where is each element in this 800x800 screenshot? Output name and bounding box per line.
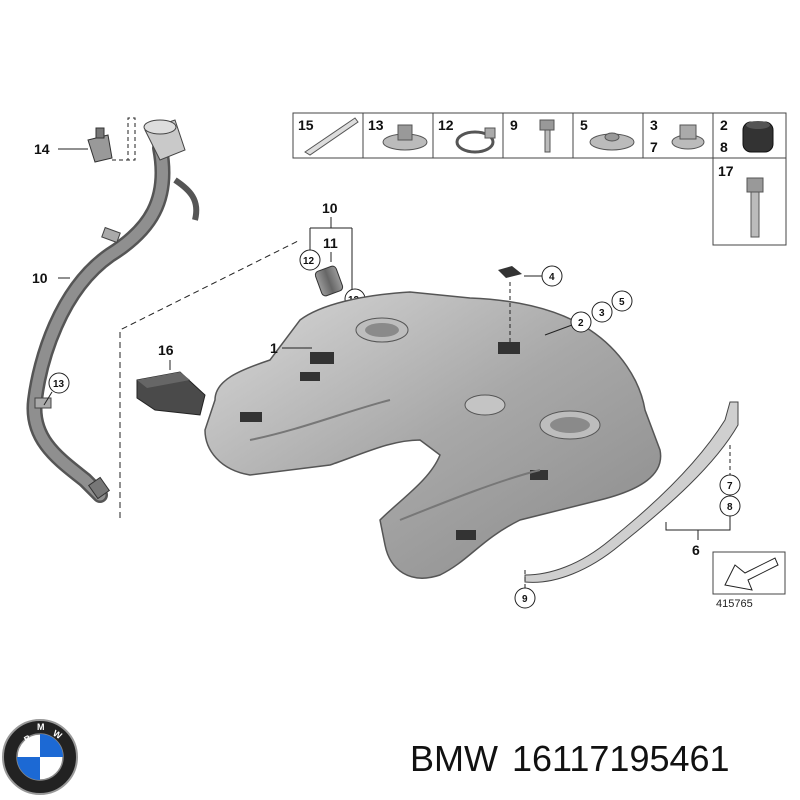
table-cell-5-label: 5 — [580, 117, 588, 133]
clip-13-icon — [382, 124, 428, 151]
callout-10-top: 10 — [322, 200, 338, 216]
callout-9: 9 — [522, 594, 528, 605]
callout-3: 3 — [599, 308, 605, 319]
callout-8: 8 — [727, 502, 733, 513]
tank-strap-6-icon — [524, 401, 739, 583]
bmw-logo: B M W — [2, 719, 78, 795]
svg-text:M: M — [37, 722, 45, 732]
view-direction-arrow-icon — [724, 557, 779, 591]
fuel-tank — [204, 291, 662, 579]
reference-number: 415765 — [716, 598, 753, 610]
callout-2: 2 — [578, 318, 584, 329]
hose-strip-15-icon — [304, 117, 359, 156]
callout-5: 5 — [619, 297, 625, 308]
part-number: 16117195461 — [511, 738, 730, 779]
hose-11-icon — [314, 265, 344, 297]
svg-text:B: B — [22, 733, 33, 745]
bracket-16-icon — [136, 371, 206, 416]
callout-1: 1 — [270, 340, 278, 356]
callout-13-circle: 13 — [48, 372, 70, 394]
filler-pipe — [26, 119, 200, 503]
callout-16: 16 — [158, 342, 174, 358]
callout-4: 4 — [549, 272, 555, 283]
bolt-17-icon — [746, 177, 764, 238]
callout-6: 6 — [692, 542, 700, 558]
table-cell-13-label: 13 — [368, 117, 384, 133]
footer-brand: BMW 16117195461 — [410, 738, 744, 780]
table-cell-9-label: 9 — [510, 117, 518, 133]
reference-box: 415765 — [712, 551, 786, 610]
pad-4-icon — [498, 266, 522, 278]
grommet-5-icon — [589, 132, 635, 151]
callout-7: 7 — [727, 481, 733, 492]
table-cell-2-label: 2 — [720, 117, 728, 133]
table-cell-3-label: 3 — [650, 117, 658, 133]
svg-text:13: 13 — [53, 379, 65, 390]
table-cell-12-label: 12 — [438, 117, 454, 133]
table-cell-17-label: 17 — [718, 163, 734, 179]
valve-14-icon — [87, 127, 113, 163]
table-cell-8-label: 8 — [720, 139, 728, 155]
callout-11: 11 — [323, 235, 338, 251]
nut-3-7-icon — [671, 124, 705, 150]
table-cell-7-label: 7 — [650, 139, 658, 155]
brand-name: BMW — [410, 738, 498, 779]
parts-table: 15 13 12 9 5 3 7 2 8 — [292, 112, 787, 246]
callout-10-left: 10 — [32, 270, 48, 286]
callout-14: 14 — [34, 141, 50, 157]
hose-group: 10 11 12 12 — [299, 200, 366, 310]
callout-12a: 12 — [303, 256, 315, 267]
rubber-bushing-2-8-icon — [742, 121, 774, 153]
bolt-9-icon — [539, 119, 555, 153]
table-cell-15-label: 15 — [298, 117, 314, 133]
hose-clamp-12-icon — [455, 127, 496, 154]
